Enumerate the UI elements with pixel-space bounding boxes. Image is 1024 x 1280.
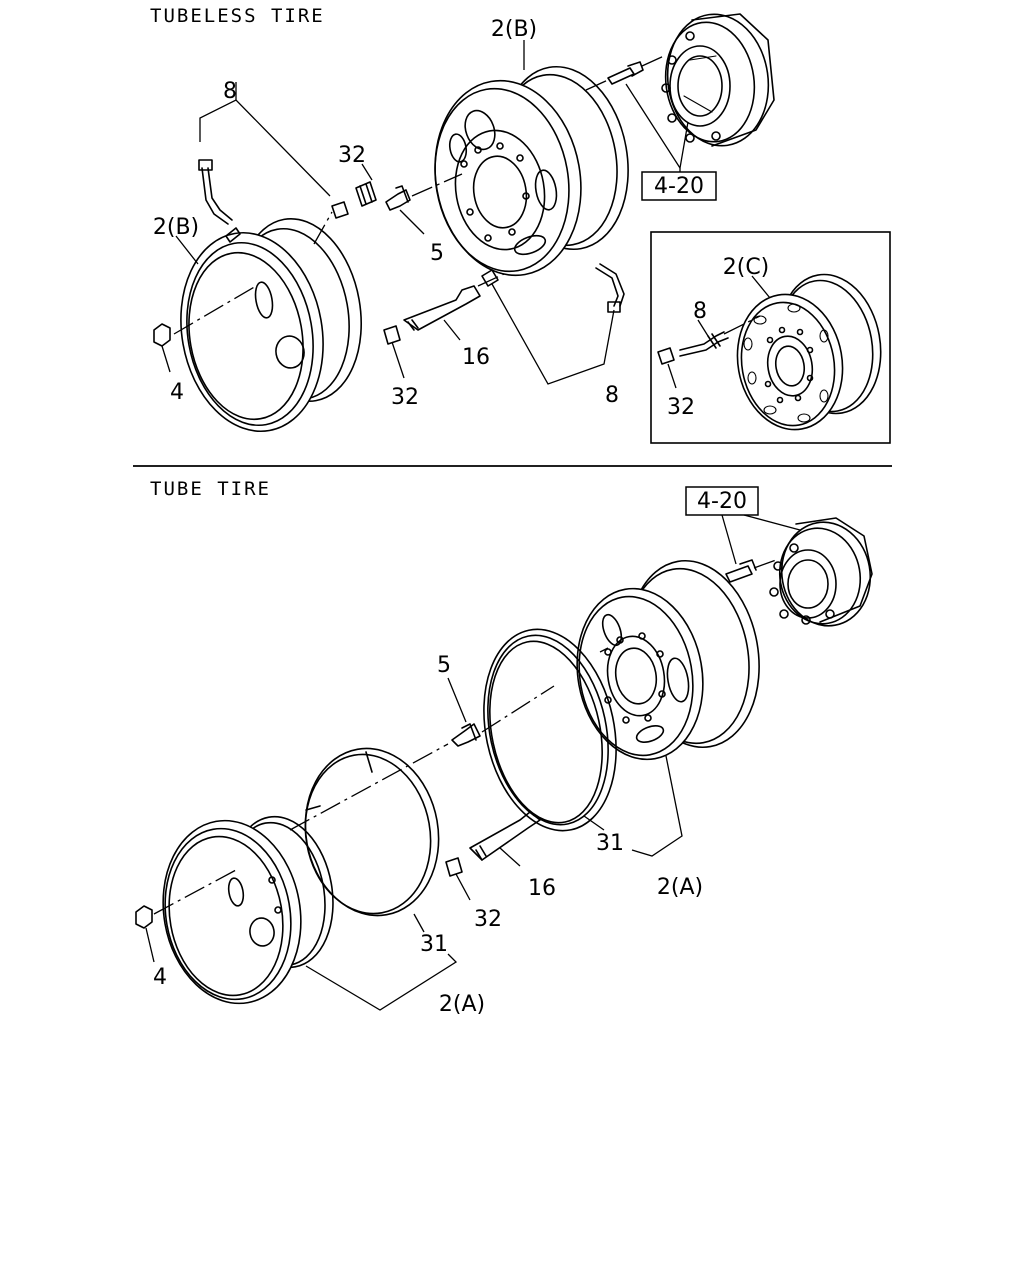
valve-extension-upper xyxy=(403,285,481,331)
hub-ref-label-top: 4-20 xyxy=(654,174,704,199)
callout-inset-cap: 32 xyxy=(667,395,695,420)
callout-cap: 32 xyxy=(338,143,366,168)
callout-wheel-left: 2(B) xyxy=(153,215,199,240)
hub-ref-label-bottom: 4-20 xyxy=(697,489,747,514)
valve-cap-lower xyxy=(383,325,401,345)
hose-inset xyxy=(679,331,729,357)
callout-extension: 16 xyxy=(462,345,490,370)
callout-tube-ring-right: 31 xyxy=(596,831,624,856)
callout-tube-extension: 16 xyxy=(528,876,556,901)
callout-wheel-top: 2(B) xyxy=(491,17,537,42)
wheel-nut-tube xyxy=(135,905,153,929)
nut-upper xyxy=(331,201,349,219)
cap-inset xyxy=(657,347,675,365)
callout-valve: 5 xyxy=(430,241,444,266)
callout-hose-lower: 8 xyxy=(605,383,619,408)
valve-hose-lower xyxy=(595,263,625,313)
callout-tube-valve: 5 xyxy=(437,653,451,678)
lock-ring-left xyxy=(304,747,440,917)
callout-inset-hose: 8 xyxy=(693,299,707,324)
valve-cap-upper xyxy=(355,181,377,207)
callout-valve-hose: 8 xyxy=(223,79,237,104)
callout-tube-cap: 32 xyxy=(474,907,502,932)
valve-cap-tube xyxy=(445,857,463,877)
wheel-tubeless-inner xyxy=(434,65,629,277)
valve-stem-tube xyxy=(451,723,481,747)
callout-nut: 4 xyxy=(170,380,184,405)
valve-hose-upper xyxy=(198,159,233,225)
hub-stud-bottom xyxy=(725,559,757,583)
wheel-tube-outer xyxy=(162,815,334,1005)
nut-lower xyxy=(481,269,499,287)
flap-ring-right xyxy=(483,628,617,832)
hub-stud-top xyxy=(607,61,644,85)
wheel-tubeless-outer xyxy=(180,218,363,433)
valve-extension-tube xyxy=(469,811,541,861)
callout-tube-ring-left: 31 xyxy=(420,932,448,957)
hub-assembly-bottom xyxy=(769,517,873,627)
callout-tube-wheel-right: 2(A) xyxy=(657,875,703,900)
callout-tube-nut: 4 xyxy=(153,965,167,990)
valve-stem-upper xyxy=(385,185,411,211)
callout-tube-wheel-left: 2(A) xyxy=(439,992,485,1017)
section-title-tubeless: TUBELESS TIRE xyxy=(150,5,325,27)
wheel-aluminum-inset xyxy=(736,273,882,431)
section-title-tube: TUBE TIRE xyxy=(150,478,271,500)
wheel-nut-upper xyxy=(153,323,171,347)
callout-inset-wheel: 2(C) xyxy=(723,255,770,280)
wheel-tube-inner xyxy=(576,559,760,761)
hub-assembly-top xyxy=(661,13,775,147)
hub-ref-box-top xyxy=(641,171,717,201)
inset-frame xyxy=(650,231,891,444)
callout-cap-lower: 32 xyxy=(391,385,419,410)
